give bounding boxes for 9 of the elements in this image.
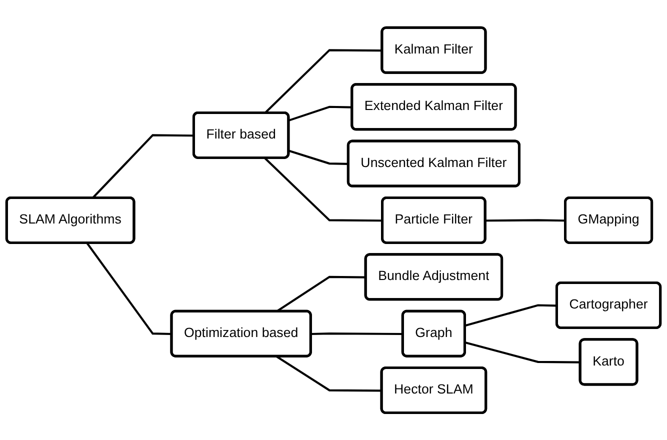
connector	[486, 218, 566, 222]
connector	[288, 106, 352, 122]
connector	[464, 304, 558, 326]
connector	[464, 341, 581, 364]
connector	[86, 242, 172, 335]
connector	[311, 332, 404, 335]
connector	[276, 355, 382, 392]
connector	[288, 150, 349, 165]
connector	[264, 157, 383, 222]
